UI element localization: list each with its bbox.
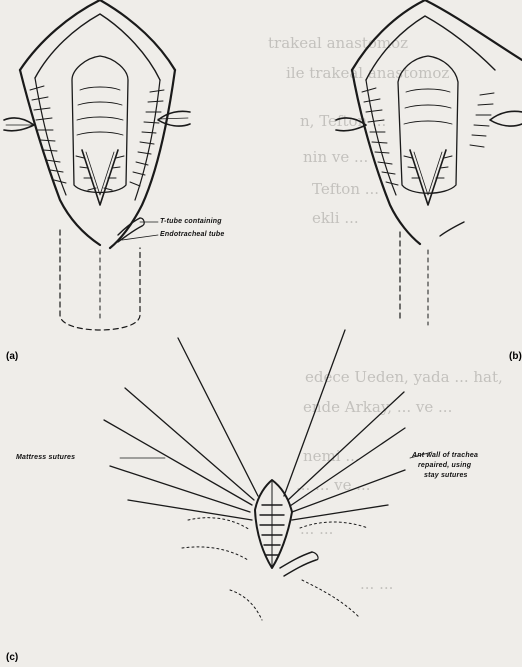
panel-c-letter: (c): [6, 652, 18, 663]
ant-wall-label-line-1: Ant wall of trachea: [412, 452, 478, 460]
mattress-sutures-label: Mattress sutures: [16, 454, 75, 462]
t-tube-label: T-tube containing: [160, 218, 222, 226]
panel-a-drawing: [4, 0, 190, 330]
ant-wall-label-line-3: stay sutures: [424, 472, 468, 480]
panel-b-drawing: [336, 0, 522, 325]
endotracheal-tube-label: Endotracheal tube: [160, 231, 224, 239]
panel-c-drawing: [104, 330, 432, 620]
panel-a-letter: (a): [6, 351, 18, 362]
panel-b-letter: (b): [509, 351, 522, 362]
ant-wall-label-line-2: repaired, using: [418, 462, 471, 470]
